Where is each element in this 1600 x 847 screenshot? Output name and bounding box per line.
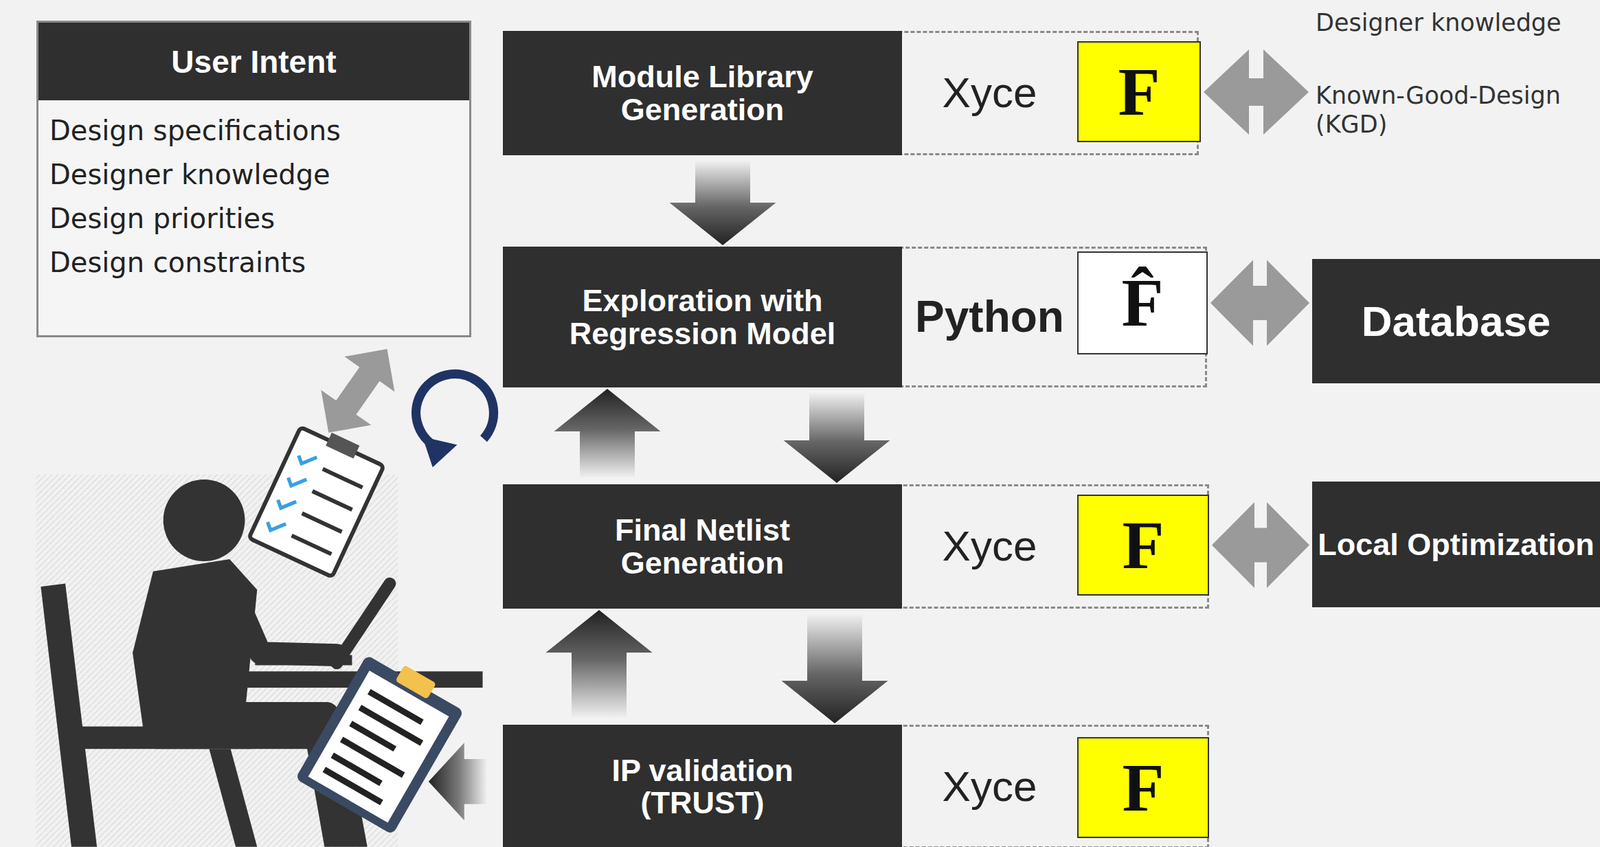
laptop-base xyxy=(254,655,352,666)
box-label: IP validation (TRUST) xyxy=(551,754,854,820)
checklist-clip xyxy=(325,432,360,459)
chair-back xyxy=(40,583,97,847)
table-top xyxy=(208,671,483,688)
function-box: F xyxy=(1077,737,1210,839)
function-box: F xyxy=(1077,41,1201,143)
process-box: Module Library Generation xyxy=(502,30,903,156)
stage-group: Xyce Module Library Generation F xyxy=(502,30,1199,156)
box-label: Local Optimization xyxy=(1317,528,1595,561)
flow-arrow xyxy=(1210,260,1310,347)
heading-text: User Intent xyxy=(171,43,336,81)
flow-arrow xyxy=(781,612,889,724)
laptop-screen xyxy=(336,583,390,664)
tool-name: Xyce xyxy=(942,69,1038,117)
stage-group: Xyce Final Netlist Generation F xyxy=(502,484,1210,609)
intent-item: Design specifications xyxy=(49,108,459,153)
panel-heading: User Intent xyxy=(38,22,470,101)
database-box: Database xyxy=(1312,258,1600,384)
box-label: Module Library Generation xyxy=(551,60,854,126)
note-label: Known-Good-Design (KGD) xyxy=(1315,81,1598,139)
process-box: Final Netlist Generation xyxy=(502,484,903,609)
checklist-board xyxy=(248,427,384,578)
surrogate-box: F̂ xyxy=(1077,251,1208,355)
chair-leg xyxy=(208,748,257,847)
iterate-arrowhead xyxy=(422,436,458,468)
intent-panel: User IntentDesign specificationsDesigner… xyxy=(36,20,472,338)
report-clip xyxy=(395,665,437,700)
report-arrow xyxy=(428,742,488,821)
person-arm xyxy=(232,590,338,656)
intent-item: Designer knowledge xyxy=(49,152,459,197)
checklist-ticks xyxy=(265,449,318,536)
intent-double-arrow xyxy=(303,331,413,451)
flow-arrow xyxy=(554,388,661,479)
function-symbol: F xyxy=(1117,57,1160,127)
intent-item: Design priorities xyxy=(49,196,459,241)
stage-group: Xyce IP validation (TRUST) F xyxy=(502,724,1210,847)
flow-arrow xyxy=(1211,502,1310,589)
tool-name: Xyce xyxy=(942,522,1038,570)
report-lines xyxy=(324,691,431,806)
flow-arrow xyxy=(669,159,777,246)
process-box: IP validation (TRUST) xyxy=(502,724,903,847)
report-board xyxy=(295,654,464,835)
optimization-box: Local Optimization xyxy=(1312,481,1600,608)
stage-group: Python Exploration with Regression Model F… xyxy=(502,246,1208,388)
tool-name: Python xyxy=(915,292,1065,341)
flow-arrow xyxy=(783,391,891,483)
function-box: F xyxy=(1077,494,1210,596)
box-label: Exploration with Regression Model xyxy=(551,284,854,350)
double-arrow xyxy=(1203,49,1309,135)
box-label: Database xyxy=(1361,298,1552,344)
person-head xyxy=(163,479,246,562)
iterate-arrow xyxy=(416,373,494,449)
intent-item: Design constraints xyxy=(49,240,459,285)
function-symbol: F xyxy=(1121,753,1164,823)
process-box: Exploration with Regression Model xyxy=(502,246,903,388)
panel-body: Design specificationsDesigner knowledgeD… xyxy=(38,100,470,285)
note-label: Designer knowledge xyxy=(1315,8,1591,38)
function-symbol: F xyxy=(1121,511,1164,580)
tool-name: Xyce xyxy=(942,763,1038,810)
function-symbol: F̂ xyxy=(1121,268,1164,338)
flow-arrow xyxy=(546,610,653,720)
box-label: Final Netlist Generation xyxy=(551,513,854,580)
